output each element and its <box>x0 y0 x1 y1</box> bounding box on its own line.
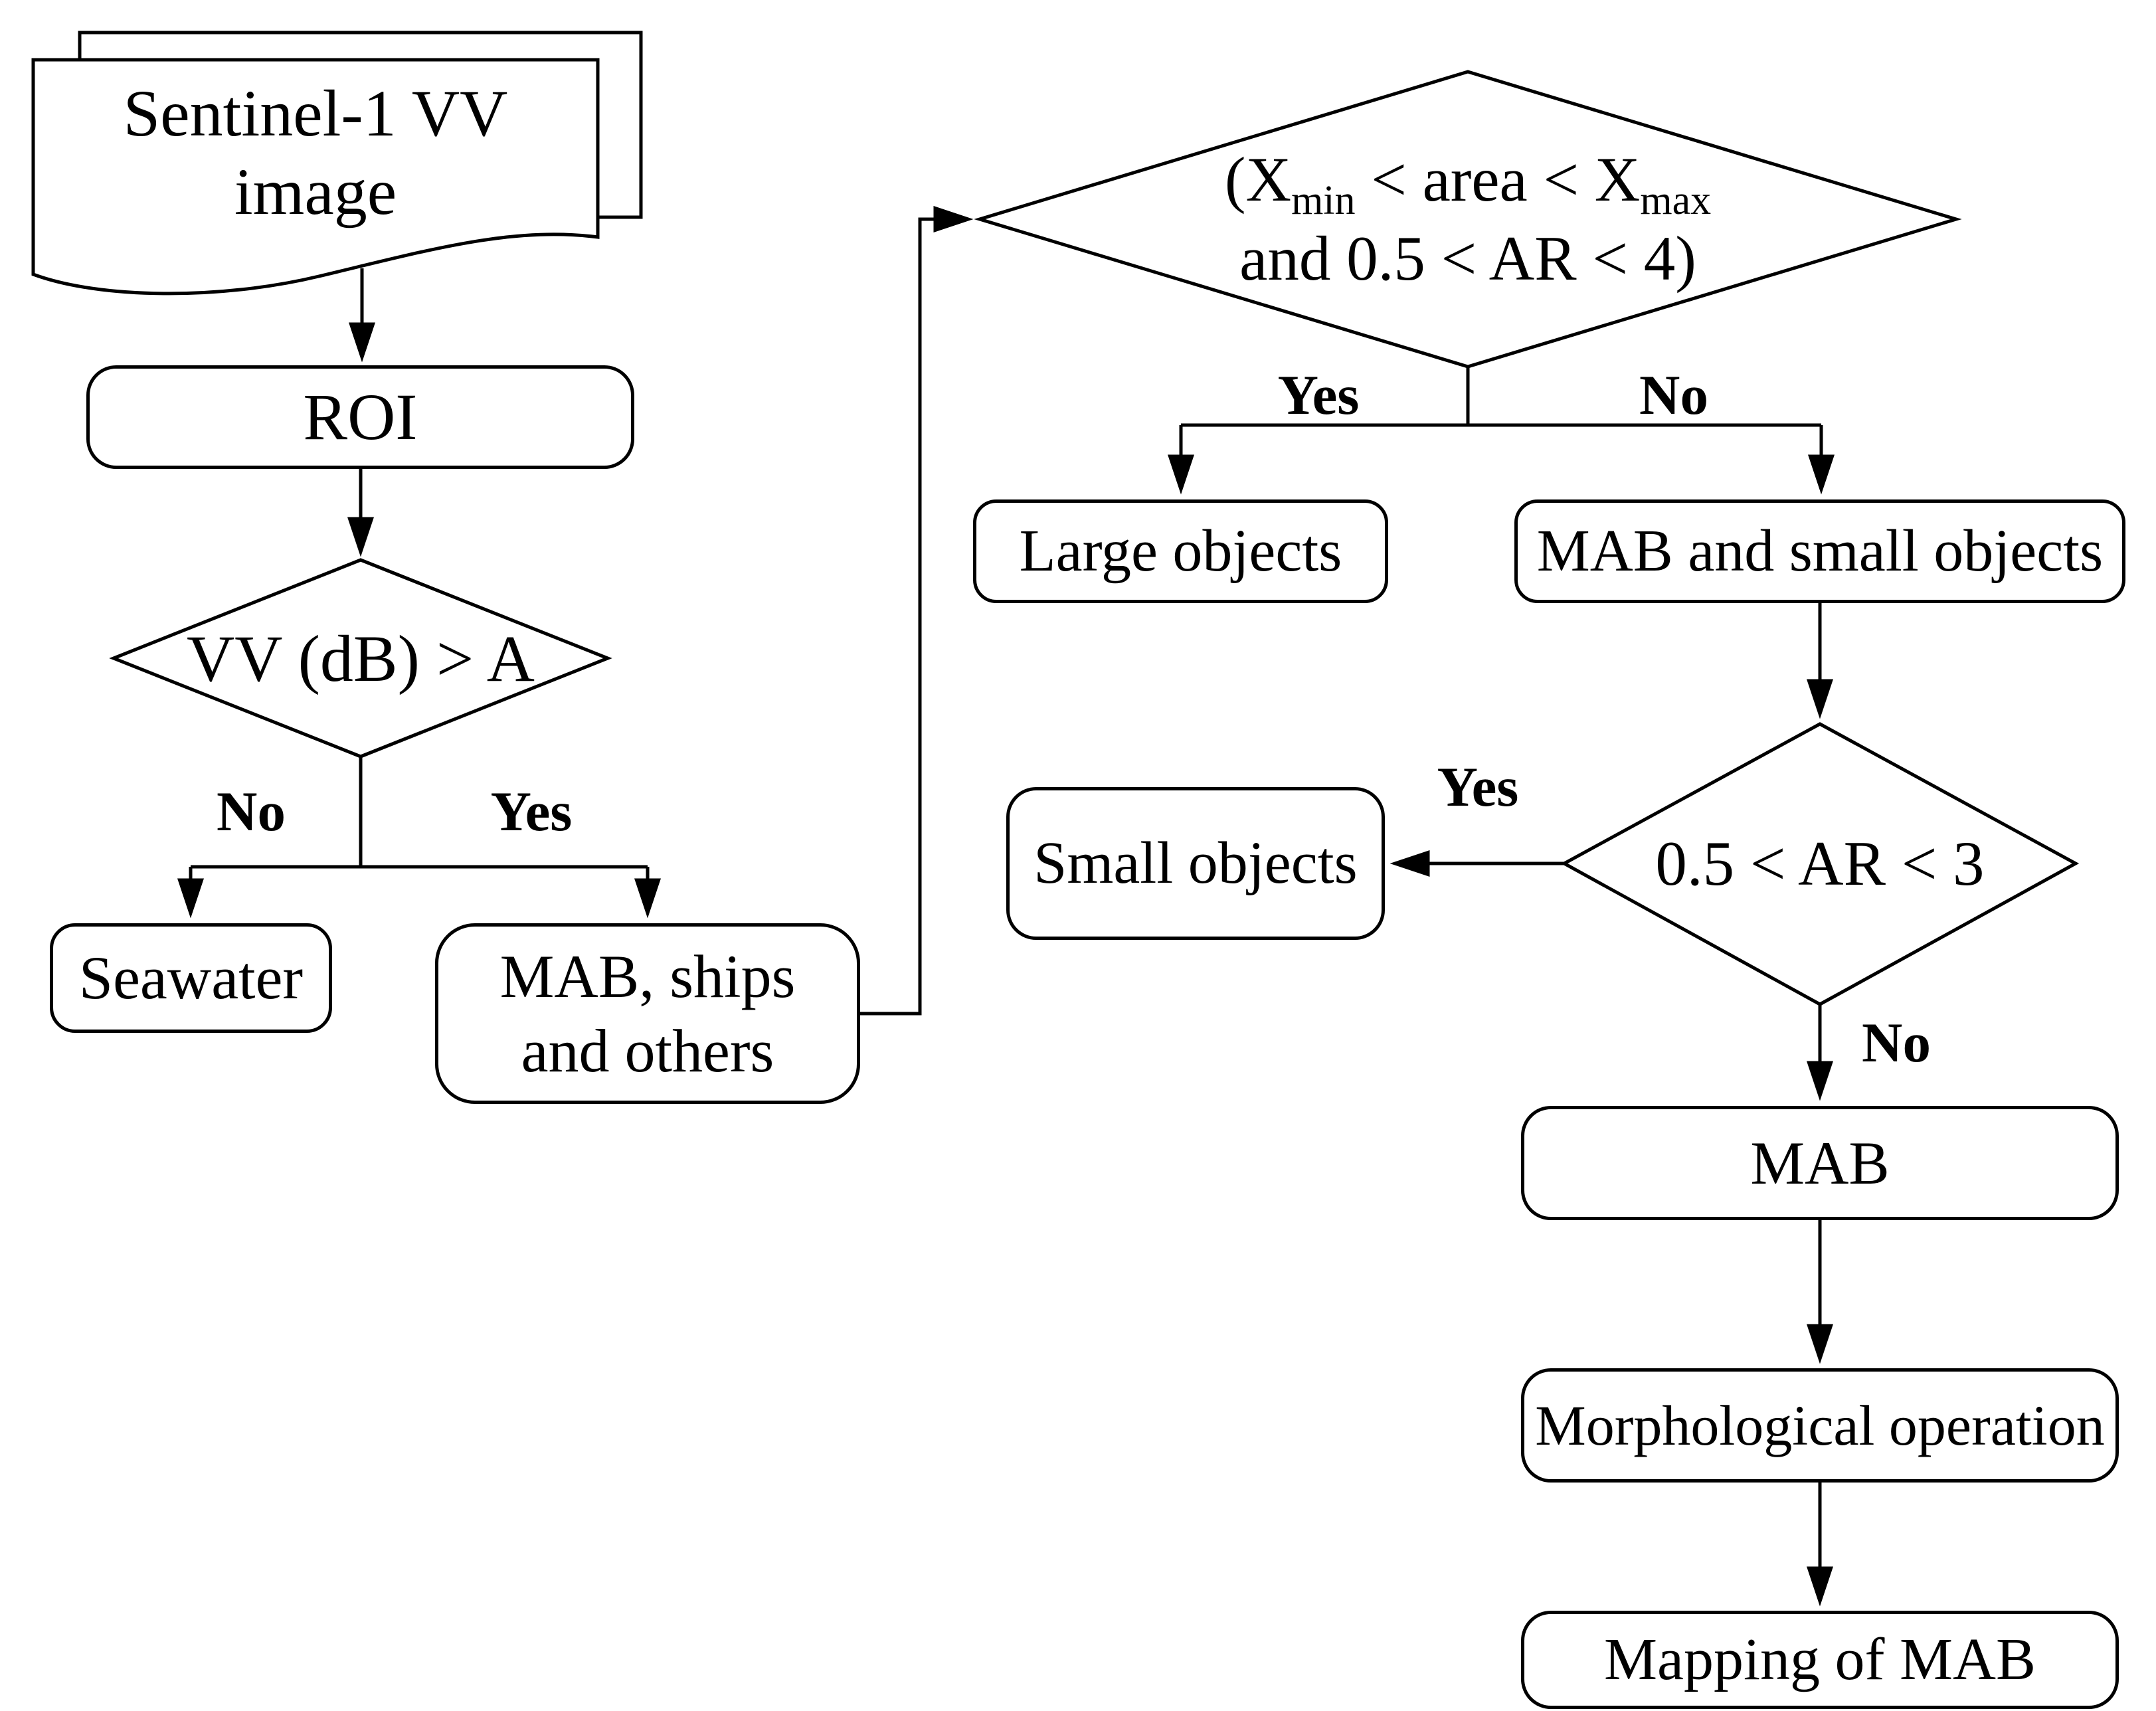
node-large-objects: Large objects <box>973 499 1388 603</box>
node-morphological: Morphological operation <box>1521 1368 2119 1483</box>
mab-ships-line2: and others <box>521 1017 774 1085</box>
edge-mab-ships-to-decision-area <box>860 206 974 1016</box>
label-vv-yes: Yes <box>490 780 573 843</box>
decision-area-sub-min: min <box>1291 178 1356 224</box>
node-roi: ROI <box>86 365 634 469</box>
decision-area-line1: (Xmin < area < Xmax <box>1224 140 1711 221</box>
decision-area-label: (Xmin < area < Xmax and 0.5 < AR < 4) <box>1103 130 1833 309</box>
label-ar-yes: Yes <box>1437 756 1519 818</box>
decision-vv-text: VV (dB) > A <box>186 621 535 695</box>
label-area-yes: Yes <box>1277 364 1360 426</box>
decision-area-open: (X <box>1224 144 1292 215</box>
source-line2: image <box>234 155 397 228</box>
decision-area-sub-max: max <box>1640 178 1712 224</box>
mapping-label: Mapping of MAB <box>1604 1627 2036 1693</box>
node-small-objects: Small objects <box>1006 787 1385 940</box>
roi-label: ROI <box>303 380 418 454</box>
node-mab: MAB <box>1521 1106 2119 1220</box>
node-mapping: Mapping of MAB <box>1521 1611 2119 1709</box>
large-objects-label: Large objects <box>1019 518 1342 585</box>
edge-decision-vv-branch-bar <box>191 757 648 869</box>
source-line1: Sentinel-1 VV <box>123 76 508 150</box>
label-area-no: No <box>1639 364 1708 426</box>
node-source-label: Sentinel-1 VV image <box>40 70 591 236</box>
document-shape <box>31 58 600 296</box>
decision-ar-text: 0.5 < AR < 3 <box>1655 828 1985 899</box>
decision-area-line2: and 0.5 < AR < 4) <box>1239 223 1696 294</box>
label-ar-no: No <box>1862 1012 1931 1074</box>
seawater-label: Seawater <box>78 944 304 1012</box>
mab-small-label: MAB and small objects <box>1536 518 2104 585</box>
morphological-label: Morphological operation <box>1535 1393 2105 1457</box>
mab-ships-line1: MAB, ships <box>499 942 796 1010</box>
node-mab-small: MAB and small objects <box>1514 499 2125 603</box>
decision-area-mid: < area < X <box>1355 144 1641 215</box>
decision-ar-label: 0.5 < AR < 3 <box>1621 827 2019 900</box>
node-mab-ships: MAB, ships and others <box>435 923 860 1104</box>
node-seawater: Seawater <box>50 923 332 1033</box>
small-objects-label: Small objects <box>1033 830 1358 897</box>
mab-label: MAB <box>1750 1128 1890 1197</box>
label-vv-no: No <box>217 780 286 843</box>
decision-vv-label: VV (dB) > A <box>161 622 560 695</box>
edge-decision-area-branch-bar <box>1181 367 1821 427</box>
